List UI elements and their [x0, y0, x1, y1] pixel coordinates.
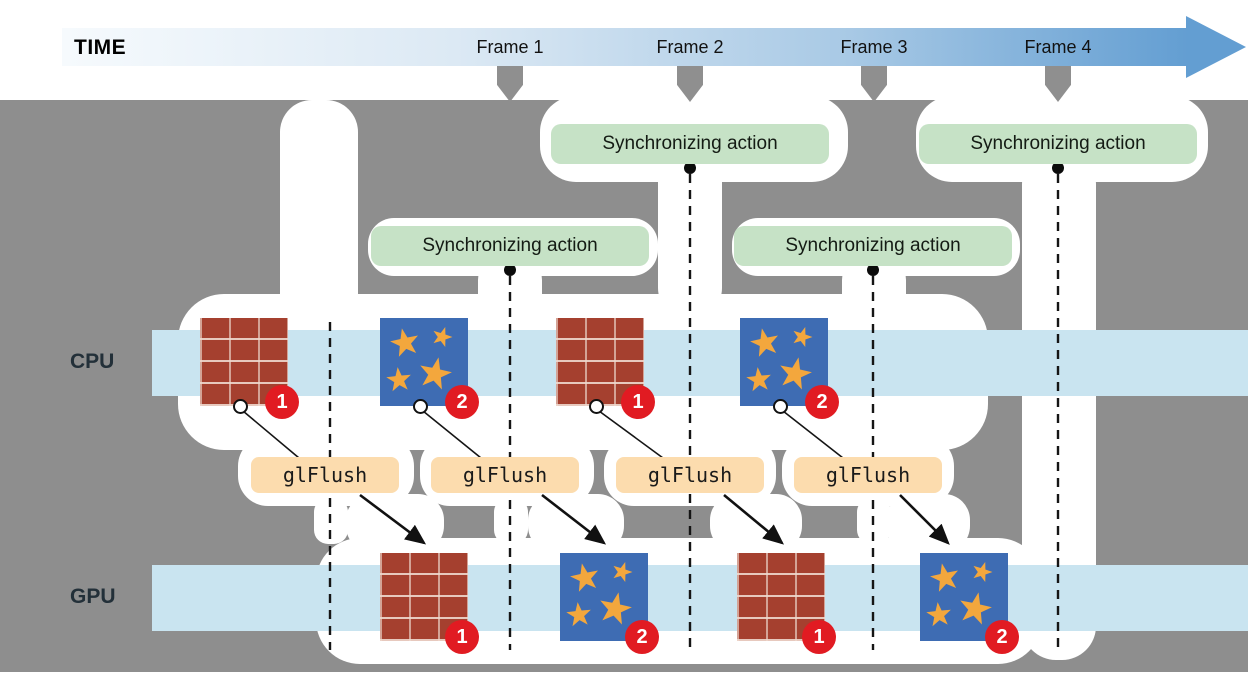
frame-tick-icon [861, 64, 887, 102]
cpu-band [152, 330, 1248, 396]
glflush-label: glFlush [282, 463, 368, 487]
time-label: TIME [74, 36, 127, 59]
white-blob [494, 498, 528, 544]
gpu-command-4-stars-texture: 2 [920, 553, 1019, 654]
order-badge: 1 [445, 620, 479, 654]
order-badge: 1 [621, 385, 655, 419]
sync-action-label: Synchronizing action [785, 235, 961, 256]
connector-node [413, 399, 428, 414]
glflush-box: glFlush [251, 457, 399, 493]
glflush-box: glFlush [794, 457, 942, 493]
order-badge: 2 [445, 385, 479, 419]
sync-action-box: Synchronizing action [371, 226, 649, 266]
order-badge: 2 [805, 385, 839, 419]
cpu-command-4-stars-texture: 2 [740, 318, 839, 419]
cpu-command-2-stars-texture: 2 [380, 318, 479, 419]
frame-tick-icon [497, 64, 523, 102]
gpu-band [152, 565, 1248, 631]
cpu-command-3-brick-texture: 1 [556, 318, 655, 419]
cpu-lane-label: CPU [70, 350, 115, 373]
frame-3-label: Frame 3 [840, 37, 908, 57]
frame-4-label: Frame 4 [1024, 37, 1092, 57]
white-blob [857, 498, 891, 544]
order-badge: 2 [625, 620, 659, 654]
connector-node [773, 399, 788, 414]
gpu-lane-label: GPU [70, 585, 116, 608]
sync-action-box: Synchronizing action [734, 226, 1012, 266]
gpu-command-2-stars-texture: 2 [560, 553, 659, 654]
frame-1-label: Frame 1 [476, 37, 544, 57]
sync-action-label: Synchronizing action [970, 133, 1146, 154]
glflush-label: glFlush [647, 463, 733, 487]
white-blob [314, 498, 348, 544]
time-arrow-head-icon [1186, 16, 1246, 78]
sync-action-label: Synchronizing action [602, 133, 778, 154]
order-badge: 2 [985, 620, 1019, 654]
glflush-label: glFlush [825, 463, 911, 487]
glflush-box: glFlush [431, 457, 579, 493]
frame-2-label: Frame 2 [656, 37, 724, 57]
order-badge: 1 [802, 620, 836, 654]
time-arrow [62, 28, 1188, 66]
sync-action-box: Synchronizing action [551, 124, 829, 164]
glflush-box: glFlush [616, 457, 764, 493]
white-blob [280, 100, 358, 340]
connector-node [233, 399, 248, 414]
white-blob [658, 150, 722, 318]
sync-action-box: Synchronizing action [919, 124, 1197, 164]
order-badge: 1 [265, 385, 299, 419]
glflush-label: glFlush [462, 463, 548, 487]
gpu-command-1-brick-texture: 1 [380, 553, 479, 654]
connector-node [589, 399, 604, 414]
gpu-command-3-brick-texture: 1 [737, 553, 836, 654]
sync-action-label: Synchronizing action [422, 235, 598, 256]
cpu-command-1-brick-texture: 1 [200, 318, 299, 419]
